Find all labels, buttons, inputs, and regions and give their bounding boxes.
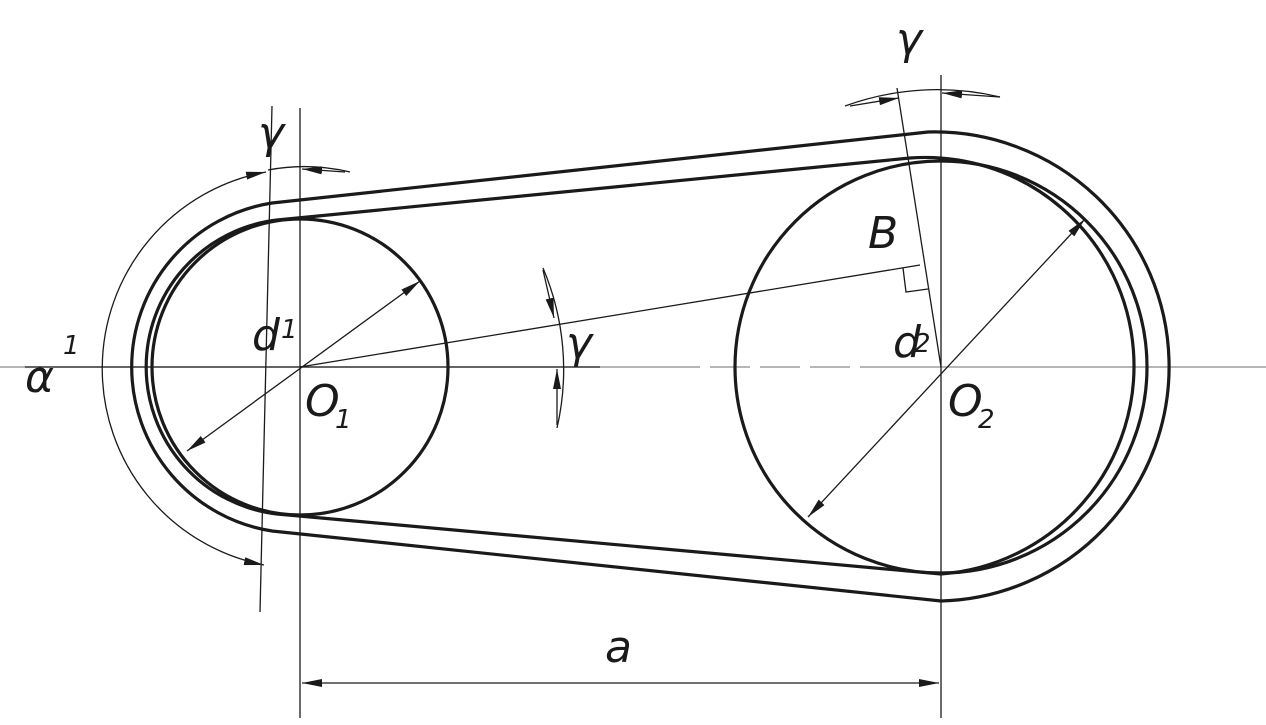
- label-alpha1: α: [25, 352, 54, 403]
- label-o1: O: [305, 376, 340, 427]
- label-gamma-mid: γ: [566, 318, 594, 369]
- gamma-right-arrow-r: [941, 90, 1001, 99]
- label-gamma-left: γ: [258, 108, 286, 159]
- gamma-left-arrow-r: [301, 166, 346, 175]
- label-d1: d: [252, 310, 281, 361]
- label-a: a: [605, 622, 632, 673]
- alpha1-arc: [101, 171, 267, 566]
- diameter-d2: [807, 218, 1086, 518]
- belt-outer: [130, 130, 1171, 603]
- gamma-right-arrow-l: [849, 97, 900, 107]
- label-alpha1-sub: 1: [63, 331, 80, 361]
- label-d2: d: [893, 317, 922, 368]
- label-d1-sub: 1: [281, 315, 298, 345]
- line-o1-b: [299, 264, 921, 368]
- label-gamma-right: γ: [896, 14, 924, 65]
- label-d2-sub: 2: [914, 329, 931, 359]
- gamma-arc-mid: [542, 267, 565, 429]
- gamma-arc-right: [844, 89, 1001, 107]
- label-o2-sub: 2: [978, 405, 995, 435]
- diameter-d1: [186, 280, 421, 452]
- right-angle-mark: [902, 267, 929, 293]
- label-b: B: [868, 208, 898, 259]
- label-o2: O: [948, 376, 983, 427]
- gamma-mid-arrow-top: [542, 269, 555, 319]
- label-o1-sub: 1: [335, 405, 352, 435]
